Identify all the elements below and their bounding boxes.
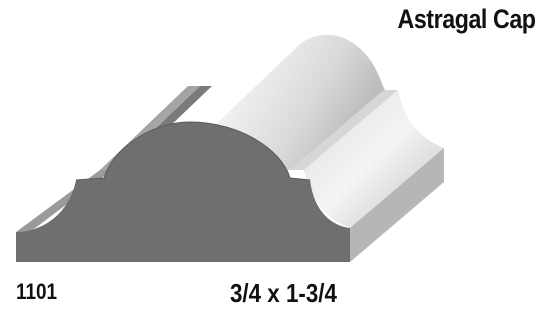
product-code: 1101 — [16, 279, 58, 304]
product-dimensions: 3/4 x 1-3/4 — [230, 278, 337, 308]
right-cove-surface — [304, 90, 444, 228]
right-ledge-surface — [350, 148, 444, 262]
end-profile-edge — [75, 121, 311, 181]
right-step-surface — [290, 90, 398, 170]
product-title: Astragal Cap — [397, 4, 537, 34]
end-profile-face — [16, 122, 350, 262]
